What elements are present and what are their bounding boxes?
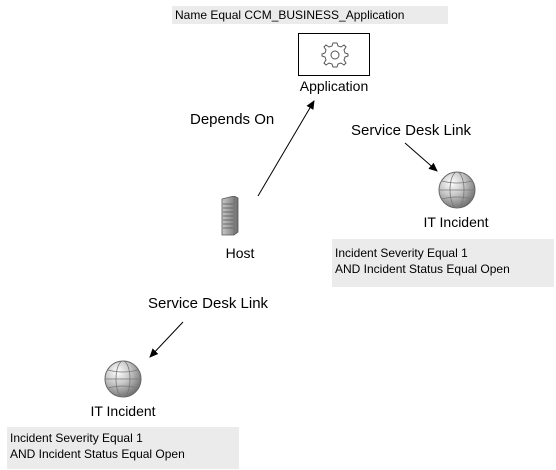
edge-label-service-desk-link-right: Service Desk Link <box>351 122 472 139</box>
edge-depends-on[interactable] <box>257 100 315 197</box>
application-condition: Name Equal CCM_BUSINESS_Application <box>172 6 448 24</box>
incident-left-condition-line2: AND Incident Status Equal Open <box>10 447 185 461</box>
incident-left-condition-line1: Incident Severity Equal 1 <box>10 431 143 445</box>
globe-icon <box>438 171 476 209</box>
edge-label-service-desk-link-left: Service Desk Link <box>148 295 269 312</box>
incident-left-node[interactable] <box>103 359 143 399</box>
gear-icon <box>321 42 349 68</box>
incident-right-label: IT Incident <box>423 214 489 230</box>
server-icon <box>221 196 239 236</box>
host-node[interactable] <box>218 196 240 236</box>
edge-service-desk-link-left[interactable] <box>149 321 184 358</box>
incident-left-condition: Incident Severity Equal 1 AND Incident S… <box>7 427 239 469</box>
application-label: Application <box>299 78 369 94</box>
incident-right-condition-line1: Incident Severity Equal 1 <box>335 246 468 260</box>
incident-left-label: IT Incident <box>90 403 156 419</box>
edge-service-desk-link-right[interactable] <box>404 142 438 172</box>
globe-icon <box>104 360 142 398</box>
host-label: Host <box>225 245 255 261</box>
incident-right-node[interactable] <box>437 170 477 210</box>
application-node[interactable] <box>298 33 370 76</box>
incident-right-condition-line2: AND Incident Status Equal Open <box>335 262 510 276</box>
incident-right-condition: Incident Severity Equal 1 AND Incident S… <box>332 239 554 287</box>
edge-label-depends-on: Depends On <box>190 111 275 128</box>
